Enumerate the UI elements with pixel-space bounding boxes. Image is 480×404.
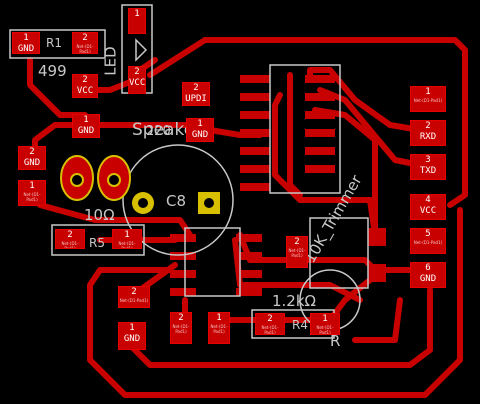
speaker-pads [60,155,131,201]
r4-value-label: 1.2kΩ [272,292,317,310]
speaker-ref-label: Speaker [132,120,202,140]
r1-ref-label: R1 [46,36,62,50]
trace-trim [272,92,378,238]
trace-mid-low [232,237,363,303]
trimmer-outline [309,217,369,289]
trace-top-loop [147,37,468,208]
trace-rxd [307,67,423,133]
led-ref-label: LED [101,46,120,76]
r5-value-label: 10Ω [84,206,115,224]
trace-r1 [287,72,303,198]
led-symbol [135,38,148,62]
trace-right-low [352,297,403,343]
ic-pads [170,75,386,296]
speaker-value-label: 220 [146,124,171,139]
ic1-outline [269,64,341,194]
r1-outline [9,29,106,59]
trace-vcc [92,77,138,93]
r4-ref-label: R4 [292,318,308,332]
speaker-outline [122,144,234,256]
rcircle-ref-label: R [330,332,341,350]
pad-led-1: 1 [128,8,146,34]
r5-ref-label: R5 [89,236,105,250]
ic2-outline [184,227,241,297]
r5-outline [51,224,145,256]
c8-ref-label: C8 [166,192,187,210]
trace-bottom-loop [87,207,463,398]
trace-bl [137,262,178,293]
c8-pads [132,192,220,214]
r1-value-label: 499 [38,62,67,80]
trace-bottom-inner [127,287,433,368]
